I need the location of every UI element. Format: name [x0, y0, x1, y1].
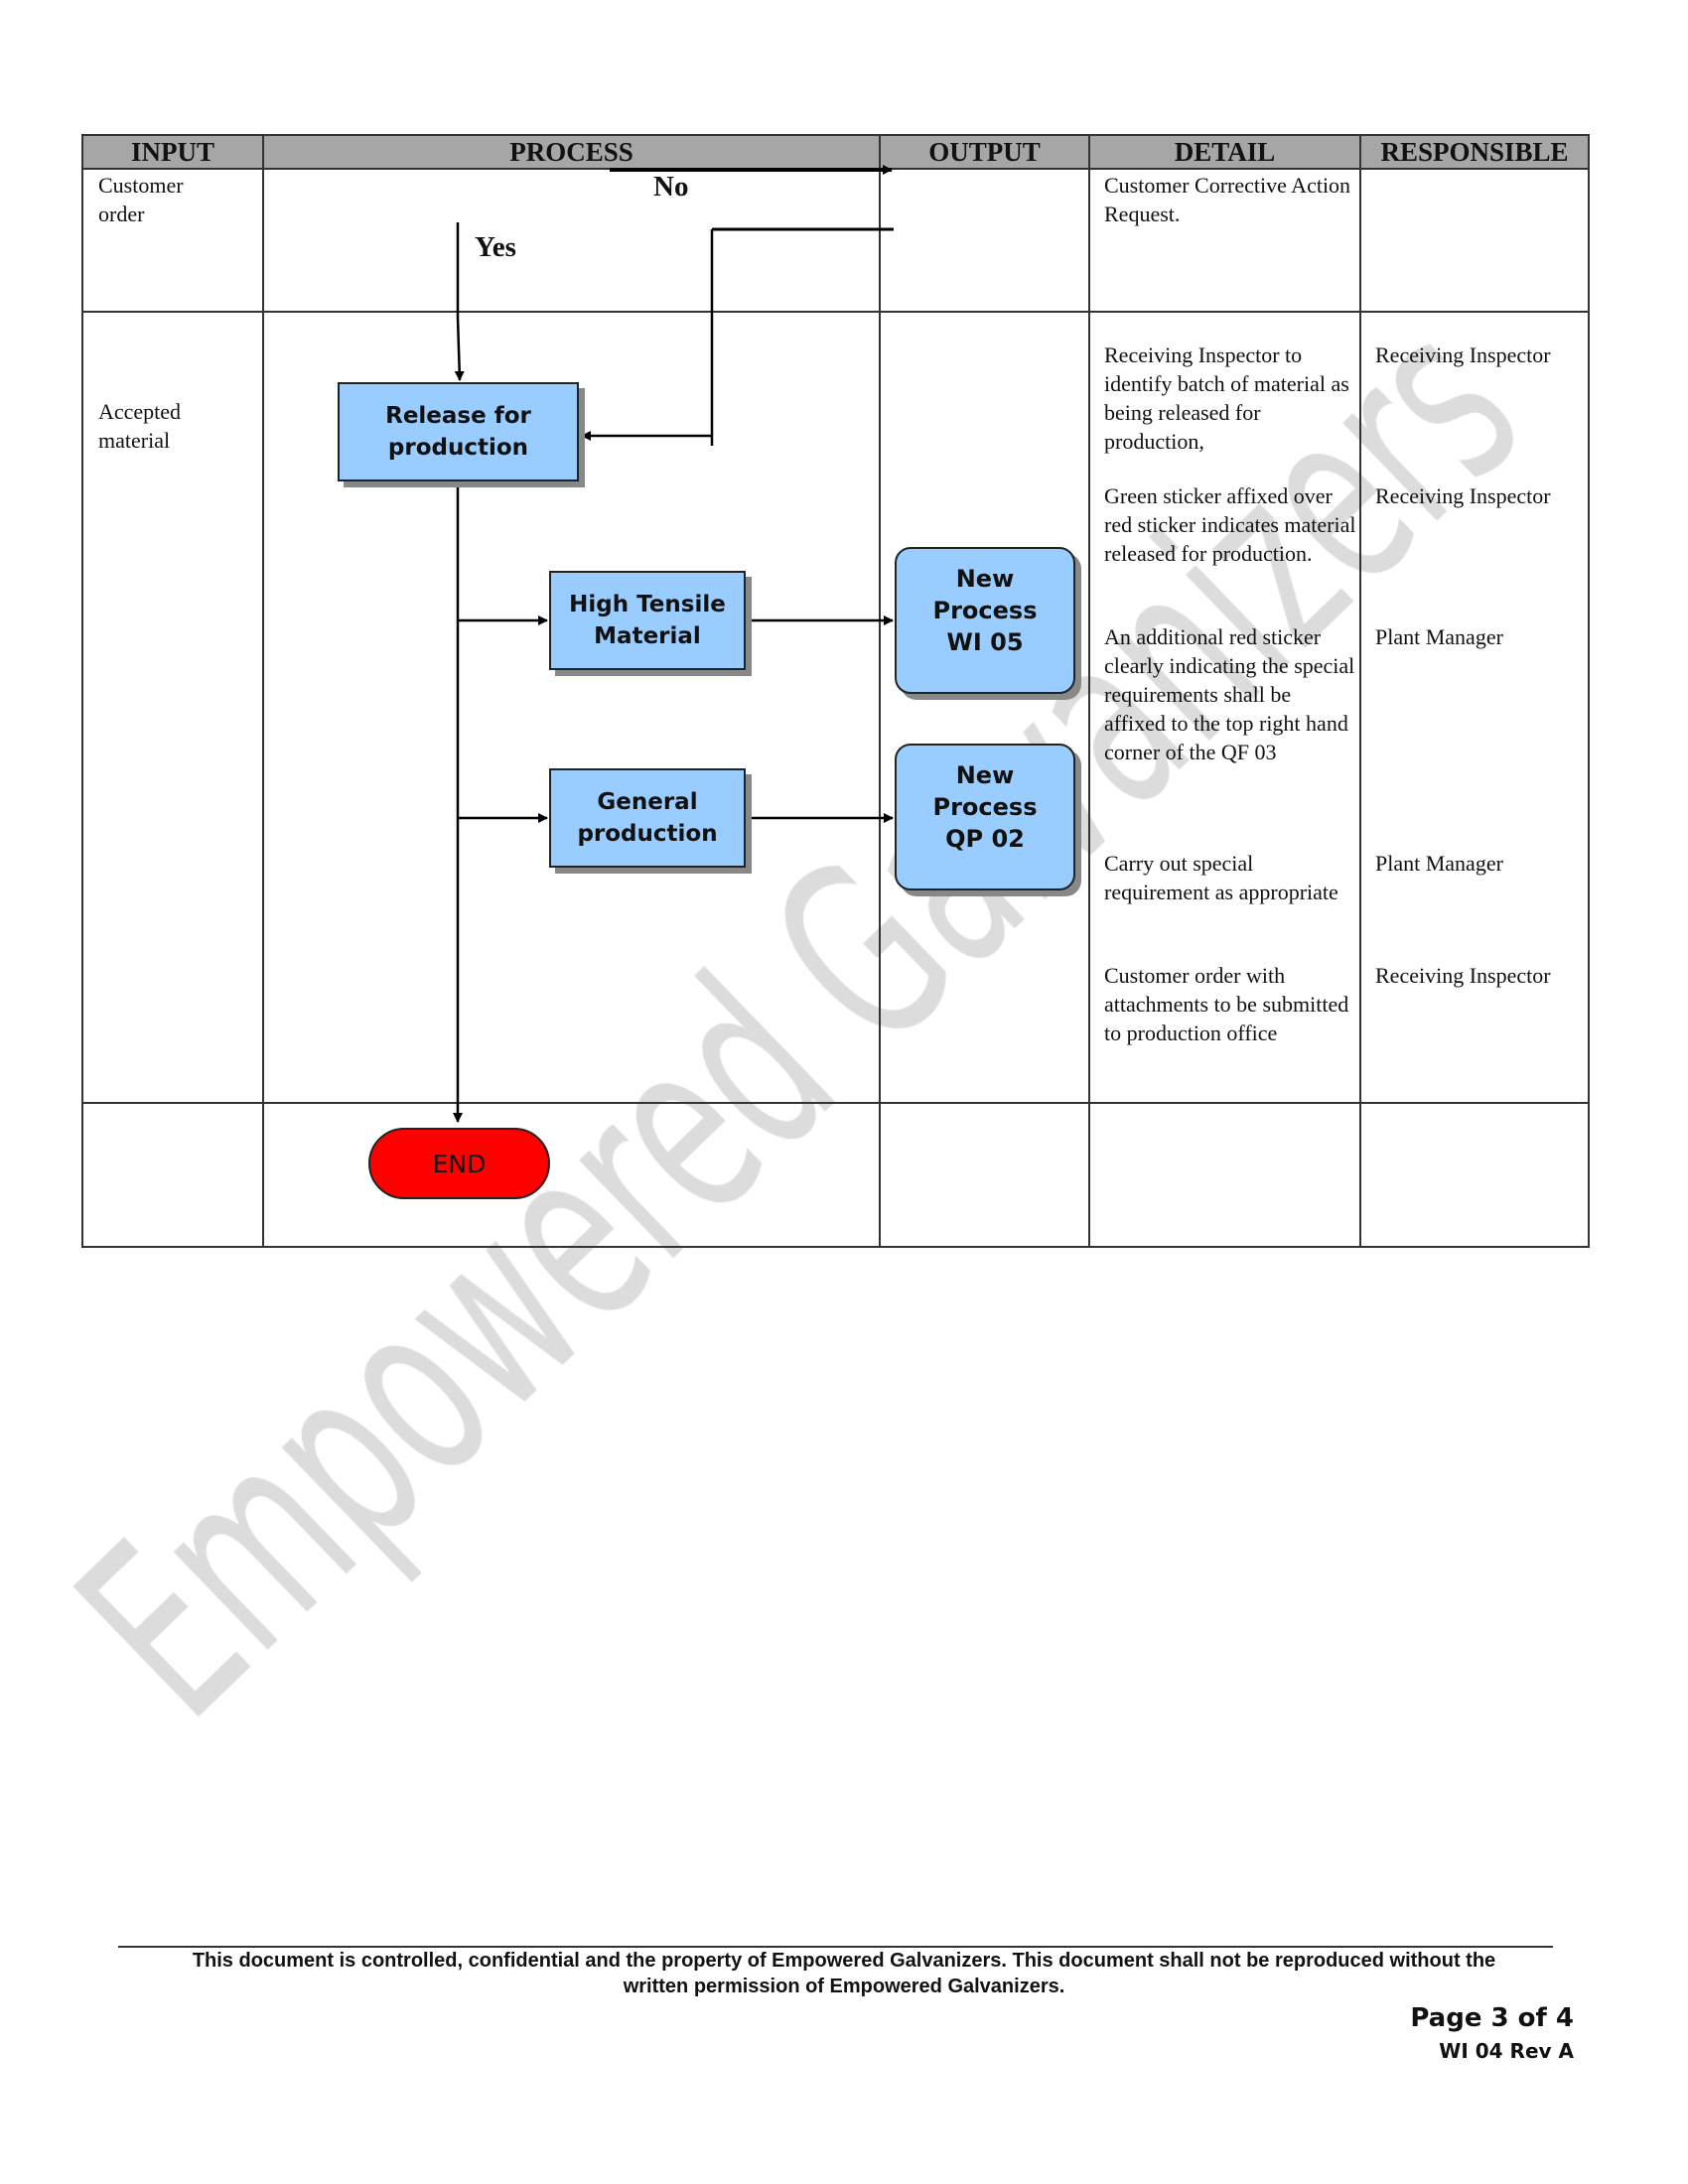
- responsible-item: Receiving Inspector: [1375, 342, 1551, 367]
- detail-item: Carry out special requirement as appropr…: [1104, 851, 1338, 904]
- qp02-label: New Process QP 02: [932, 761, 1038, 853]
- detail-item: Customer order with attachments to be su…: [1104, 963, 1349, 1045]
- table-grid: [81, 134, 1590, 1248]
- header-output: OUTPUT: [880, 135, 1089, 169]
- end-label: END: [432, 1149, 487, 1178]
- input-accepted-material: Accepted material: [98, 399, 182, 453]
- new-process-wi05-box: New Process WI 05: [895, 547, 1075, 694]
- responsible-item: Plant Manager: [1375, 851, 1503, 876]
- general-production-box: General production: [549, 768, 746, 868]
- no-label: No: [653, 171, 689, 203]
- general-label: General production: [577, 789, 718, 847]
- footer-notice-line2: written permission of Empowered Galvaniz…: [623, 1976, 1065, 1997]
- header-responsible: RESPONSIBLE: [1360, 135, 1589, 169]
- yes-label: Yes: [475, 231, 516, 263]
- footer-divider: [118, 1946, 1553, 1948]
- high-tensile-label: High Tensile Material: [569, 592, 726, 649]
- end-terminator: END: [368, 1128, 550, 1199]
- document-reference: WI 04 Rev A: [1439, 2039, 1574, 2063]
- detail-item: Green sticker affixed over red sticker i…: [1104, 483, 1356, 566]
- footer-notice-line1: This document is controlled, confidentia…: [192, 1950, 1496, 1972]
- wi05-label: New Process WI 05: [932, 565, 1038, 656]
- responsible-item: Plant Manager: [1375, 624, 1503, 649]
- page-number: Page 3 of 4: [1410, 2003, 1574, 2033]
- header-process: PROCESS: [263, 135, 880, 169]
- detail-corrective-action: Customer Corrective Action Request.: [1104, 173, 1351, 226]
- header-input: INPUT: [82, 135, 263, 169]
- detail-item: Receiving Inspector to identify batch of…: [1104, 342, 1349, 454]
- input-customer-order: Customer order: [98, 173, 184, 226]
- high-tensile-material-box: High Tensile Material: [549, 571, 746, 670]
- flow-connectors: [453, 165, 894, 1123]
- responsible-item: Receiving Inspector: [1375, 483, 1551, 508]
- responsible-item: Receiving Inspector: [1375, 963, 1551, 988]
- new-process-qp02-box: New Process QP 02: [895, 744, 1075, 890]
- release-label: Release for production: [385, 403, 531, 461]
- release-for-production-box: Release for production: [338, 382, 579, 481]
- header-detail: DETAIL: [1089, 135, 1360, 169]
- detail-item: An additional red sticker clearly indica…: [1104, 624, 1355, 764]
